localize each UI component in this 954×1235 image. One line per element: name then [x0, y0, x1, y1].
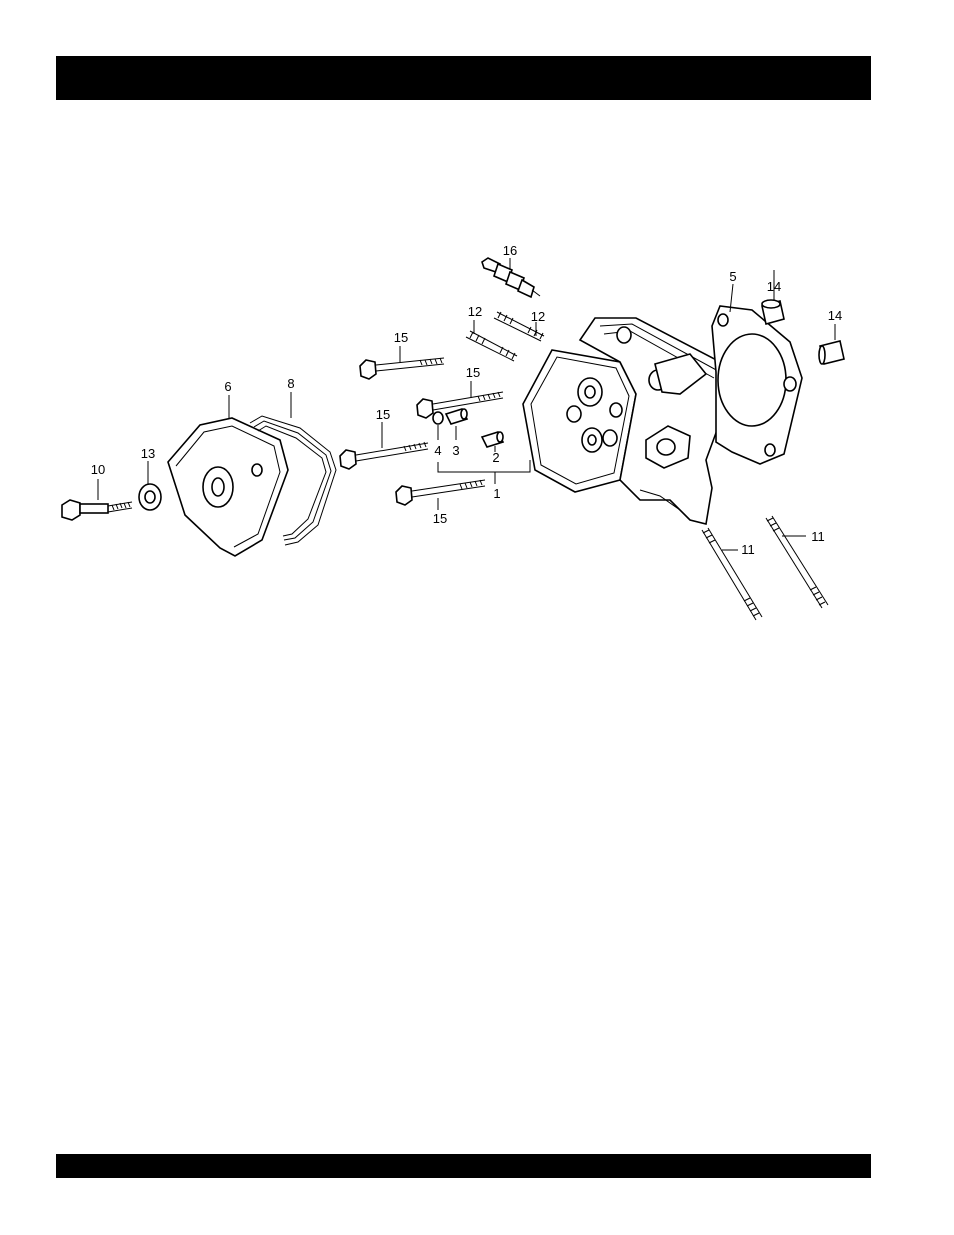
callout-10: 10 — [91, 462, 105, 477]
part-14-dowel-left — [762, 300, 784, 324]
part-15-bolt-lower — [396, 480, 485, 505]
part-1-cylinder-head — [523, 318, 734, 524]
callout-2: 2 — [492, 450, 499, 465]
part-4-o-ring — [433, 412, 443, 424]
callout-4: 4 — [434, 443, 441, 458]
part-12-stud-left — [466, 331, 517, 361]
part-14-dowel-right — [819, 341, 844, 364]
part-15-bolt-left — [340, 442, 428, 469]
callout-3: 3 — [452, 443, 459, 458]
footer-bar — [56, 1154, 871, 1178]
part-3-dowel — [446, 409, 467, 424]
callout-16: 16 — [503, 243, 517, 258]
part-10-bolt — [62, 500, 132, 520]
callout-12-right: 12 — [531, 309, 545, 324]
callout-5: 5 — [729, 269, 736, 284]
callout-12-left: 12 — [468, 304, 482, 319]
callout-11-right: 11 — [811, 529, 825, 544]
callout-14-left: 14 — [767, 279, 781, 294]
part-2-dowel — [482, 432, 503, 447]
callout-13: 13 — [141, 446, 155, 461]
part-16-spark-plug — [482, 258, 540, 297]
part-6-head-cover — [168, 418, 288, 556]
callout-15-lower: 15 — [433, 511, 447, 526]
callout-6: 6 — [224, 379, 231, 394]
part-15-bolt-upper — [360, 358, 444, 379]
callout-15-mid: 15 — [466, 365, 480, 380]
callout-11-left: 11 — [741, 542, 755, 557]
callout-15-left: 15 — [376, 407, 390, 422]
part-5-head-gasket — [712, 306, 802, 464]
callout-1: 1 — [493, 486, 500, 501]
callout-14-right: 14 — [828, 308, 842, 323]
callout-8: 8 — [287, 376, 294, 391]
part-13-washer — [139, 484, 161, 510]
callout-15-upper: 15 — [394, 330, 408, 345]
